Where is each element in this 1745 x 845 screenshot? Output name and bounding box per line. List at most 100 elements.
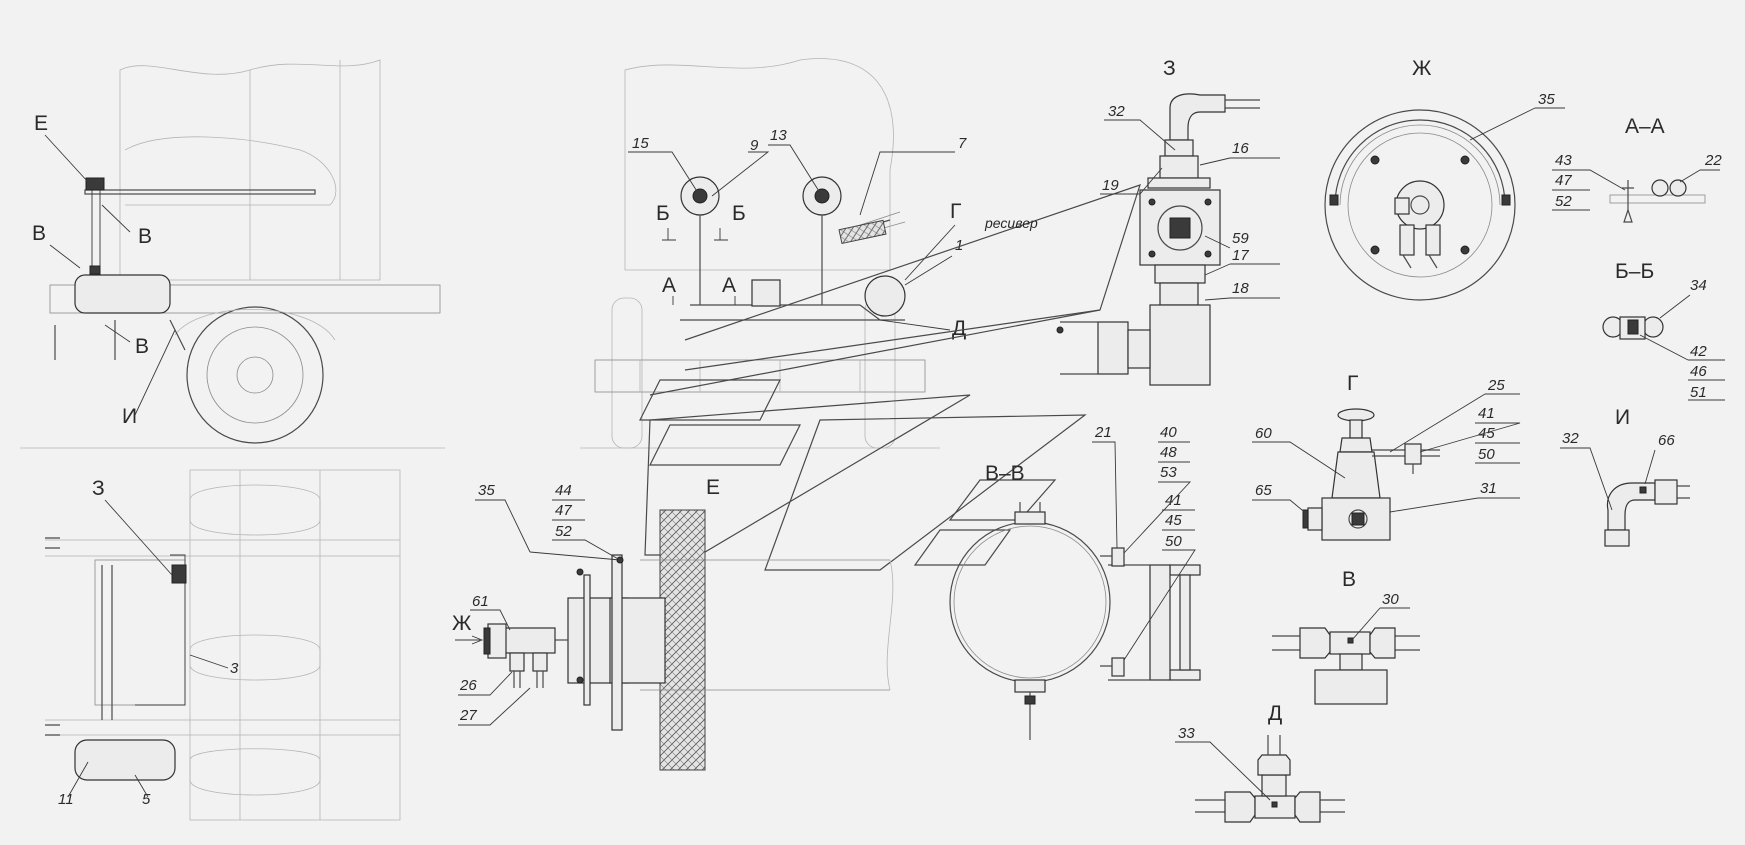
- receiver-note: ресивер: [984, 215, 1038, 231]
- callout-61: 61: [472, 593, 489, 610]
- callout-9: 9: [750, 137, 759, 154]
- view-label-i-detail: И: [1615, 406, 1630, 429]
- side-frame: [49, 284, 441, 314]
- zoom-projection-lines: [639, 184, 1141, 571]
- section-bb: [1602, 316, 1664, 340]
- insulated-wall: [659, 509, 706, 771]
- callout-g-1: 41: [1478, 405, 1495, 422]
- view-label-g-main: Г: [950, 200, 961, 223]
- tee-lower-body: [1314, 669, 1388, 705]
- view-label-b1: Б: [656, 202, 670, 225]
- callout-35-top: 35: [1538, 91, 1555, 108]
- callout-34: 34: [1690, 277, 1707, 294]
- rear-wheel: [186, 306, 324, 444]
- section-vv-clamp: [949, 502, 1201, 740]
- callout-22: 22: [1704, 152, 1722, 169]
- pipe-clamp-ring: [949, 521, 1111, 683]
- callout-vv1-3: 53: [1160, 464, 1177, 481]
- callout-33: 33: [1178, 725, 1195, 742]
- view-label-v-detail: В: [1342, 568, 1356, 591]
- body-rail: [84, 189, 316, 195]
- callout-19: 19: [1102, 177, 1119, 194]
- wall-penetration-e: [483, 509, 894, 771]
- truck-plan-view: [45, 469, 401, 821]
- callout-66: 66: [1658, 432, 1675, 449]
- callout-bb-1: 42: [1690, 343, 1707, 360]
- callout-vv2-3: 50: [1165, 533, 1182, 550]
- callout-g-3: 50: [1478, 446, 1495, 463]
- view-label-v: В: [32, 222, 46, 245]
- view-label-zh-arrow: Ж: [452, 612, 472, 635]
- receiver-tank-plan: [74, 739, 176, 781]
- callout-32-i: 32: [1562, 430, 1579, 447]
- callout-17: 17: [1232, 247, 1249, 264]
- detail-view-g: [1302, 408, 1440, 541]
- view-label-i: И: [122, 405, 137, 428]
- view-label-v-arrow1: В: [138, 225, 152, 248]
- callout-mid-3: 52: [555, 523, 572, 540]
- callout-11: 11: [58, 791, 74, 808]
- callout-3: 3: [230, 660, 239, 677]
- receiver-tank-side: [74, 274, 171, 314]
- front-bumper: [594, 359, 926, 393]
- callout-13: 13: [770, 127, 787, 144]
- regulator-front: [751, 279, 781, 307]
- view-label-d-main: Д: [952, 317, 966, 340]
- callout-vv2-2: 45: [1165, 512, 1182, 529]
- callout-mid-2: 47: [555, 502, 572, 519]
- callout-35-mid: 35: [478, 482, 495, 499]
- front-view: [580, 58, 940, 449]
- view-label-a2: А: [722, 274, 736, 297]
- callout-bb-2: 46: [1690, 363, 1707, 380]
- section-label-bb: Б–Б: [1615, 260, 1654, 283]
- detail-view-v: [1272, 627, 1420, 705]
- callout-aa-3: 52: [1555, 193, 1572, 210]
- callout-26: 26: [459, 677, 477, 694]
- receiver-front: [864, 275, 906, 317]
- section-label-aa: А–А: [1625, 115, 1665, 138]
- callout-31: 31: [1480, 480, 1497, 497]
- view-label-v-arrow2: В: [135, 335, 149, 358]
- detail-view-d: [1195, 735, 1345, 823]
- detail-view-zh: [1324, 109, 1516, 301]
- callout-15: 15: [632, 135, 649, 152]
- view-label-z-right: З: [1163, 57, 1176, 80]
- callout-21: 21: [1094, 424, 1112, 441]
- fitting-assembly-z: [1060, 93, 1260, 386]
- callout-g-2: 45: [1478, 425, 1495, 442]
- callout-vv1-2: 48: [1160, 444, 1177, 461]
- view-label-a1: А: [662, 274, 676, 297]
- callout-65: 65: [1255, 482, 1272, 499]
- view-label-z-left: З: [92, 477, 105, 500]
- detail-view-i: [1604, 479, 1690, 547]
- callout-aa-2: 47: [1555, 172, 1572, 189]
- section-aa: [1609, 179, 1706, 223]
- truck-side-view: [20, 59, 445, 449]
- callout-60: 60: [1255, 425, 1272, 442]
- callout-mid-1: 44: [555, 482, 572, 499]
- callout-1: 1: [955, 237, 963, 254]
- callout-18: 18: [1232, 280, 1249, 297]
- view-label-e: Е: [34, 112, 48, 135]
- view-label-g-detail: Г: [1347, 372, 1358, 395]
- callout-27: 27: [459, 707, 477, 724]
- section-label-vv: В–В: [985, 462, 1025, 485]
- callout-16: 16: [1232, 140, 1249, 157]
- callout-5: 5: [142, 791, 151, 808]
- receiver-mount-18: [1149, 304, 1211, 386]
- callout-25: 25: [1487, 377, 1505, 394]
- view-label-e-center: Е: [706, 476, 720, 499]
- callout-32: 32: [1108, 103, 1125, 120]
- callout-30: 30: [1382, 591, 1399, 608]
- callout-7: 7: [958, 135, 967, 152]
- view-label-zh: Ж: [1412, 57, 1432, 80]
- callout-vv1-1: 40: [1160, 424, 1177, 441]
- view-label-d-detail: Д: [1268, 702, 1282, 725]
- callout-aa-1: 43: [1555, 152, 1572, 169]
- view-label-b2: Б: [732, 202, 746, 225]
- callout-59: 59: [1232, 230, 1249, 247]
- callout-bb-3: 51: [1690, 384, 1707, 401]
- regulator-body-60: [1331, 451, 1381, 499]
